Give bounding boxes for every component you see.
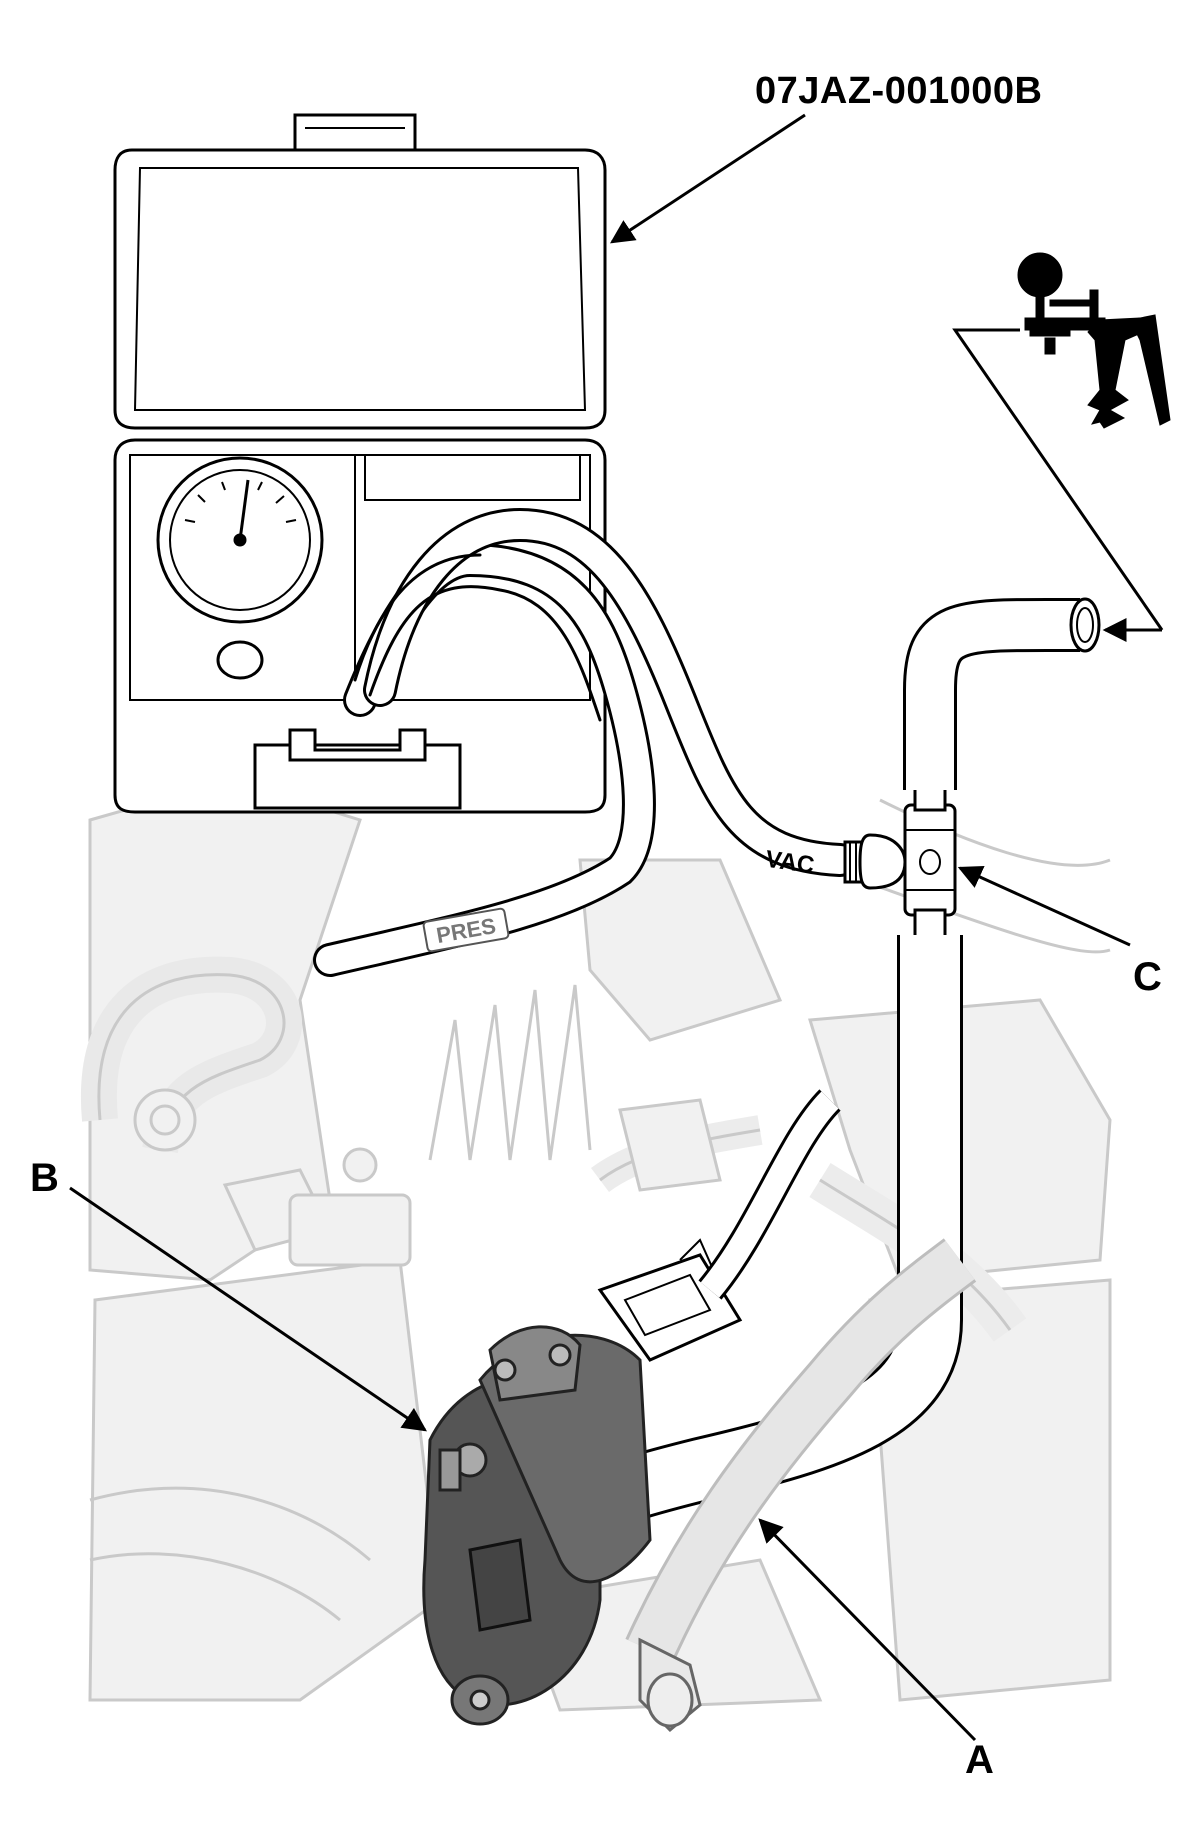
- hose-a: [625, 1238, 977, 1733]
- leader-part-number: [609, 113, 806, 244]
- sensor-connector: [597, 1089, 841, 1362]
- hand-vacuum-pump-icon: [1017, 252, 1171, 429]
- leader-pump-top: [952, 328, 1164, 631]
- leader-lines: [69, 113, 1164, 1742]
- vacuum-pressure-tester-case: [113, 113, 607, 814]
- callout-a: A: [965, 1738, 994, 1782]
- leader-a: [758, 1518, 977, 1742]
- pres-hose-marking: PRES: [422, 907, 510, 953]
- t-fitting-c: [858, 778, 957, 942]
- hose-to-pump: [903, 597, 1101, 790]
- map-sensor-b: [422, 1325, 652, 1726]
- vac-text: VAC: [764, 846, 816, 880]
- leader-b: [69, 1186, 427, 1432]
- callout-b: B: [30, 1156, 59, 1200]
- callout-c: C: [1133, 955, 1162, 999]
- tester-hoses: [313, 507, 857, 977]
- leader-c: [957, 865, 1131, 947]
- part-number-label: 07JAZ-001000B: [755, 70, 1043, 112]
